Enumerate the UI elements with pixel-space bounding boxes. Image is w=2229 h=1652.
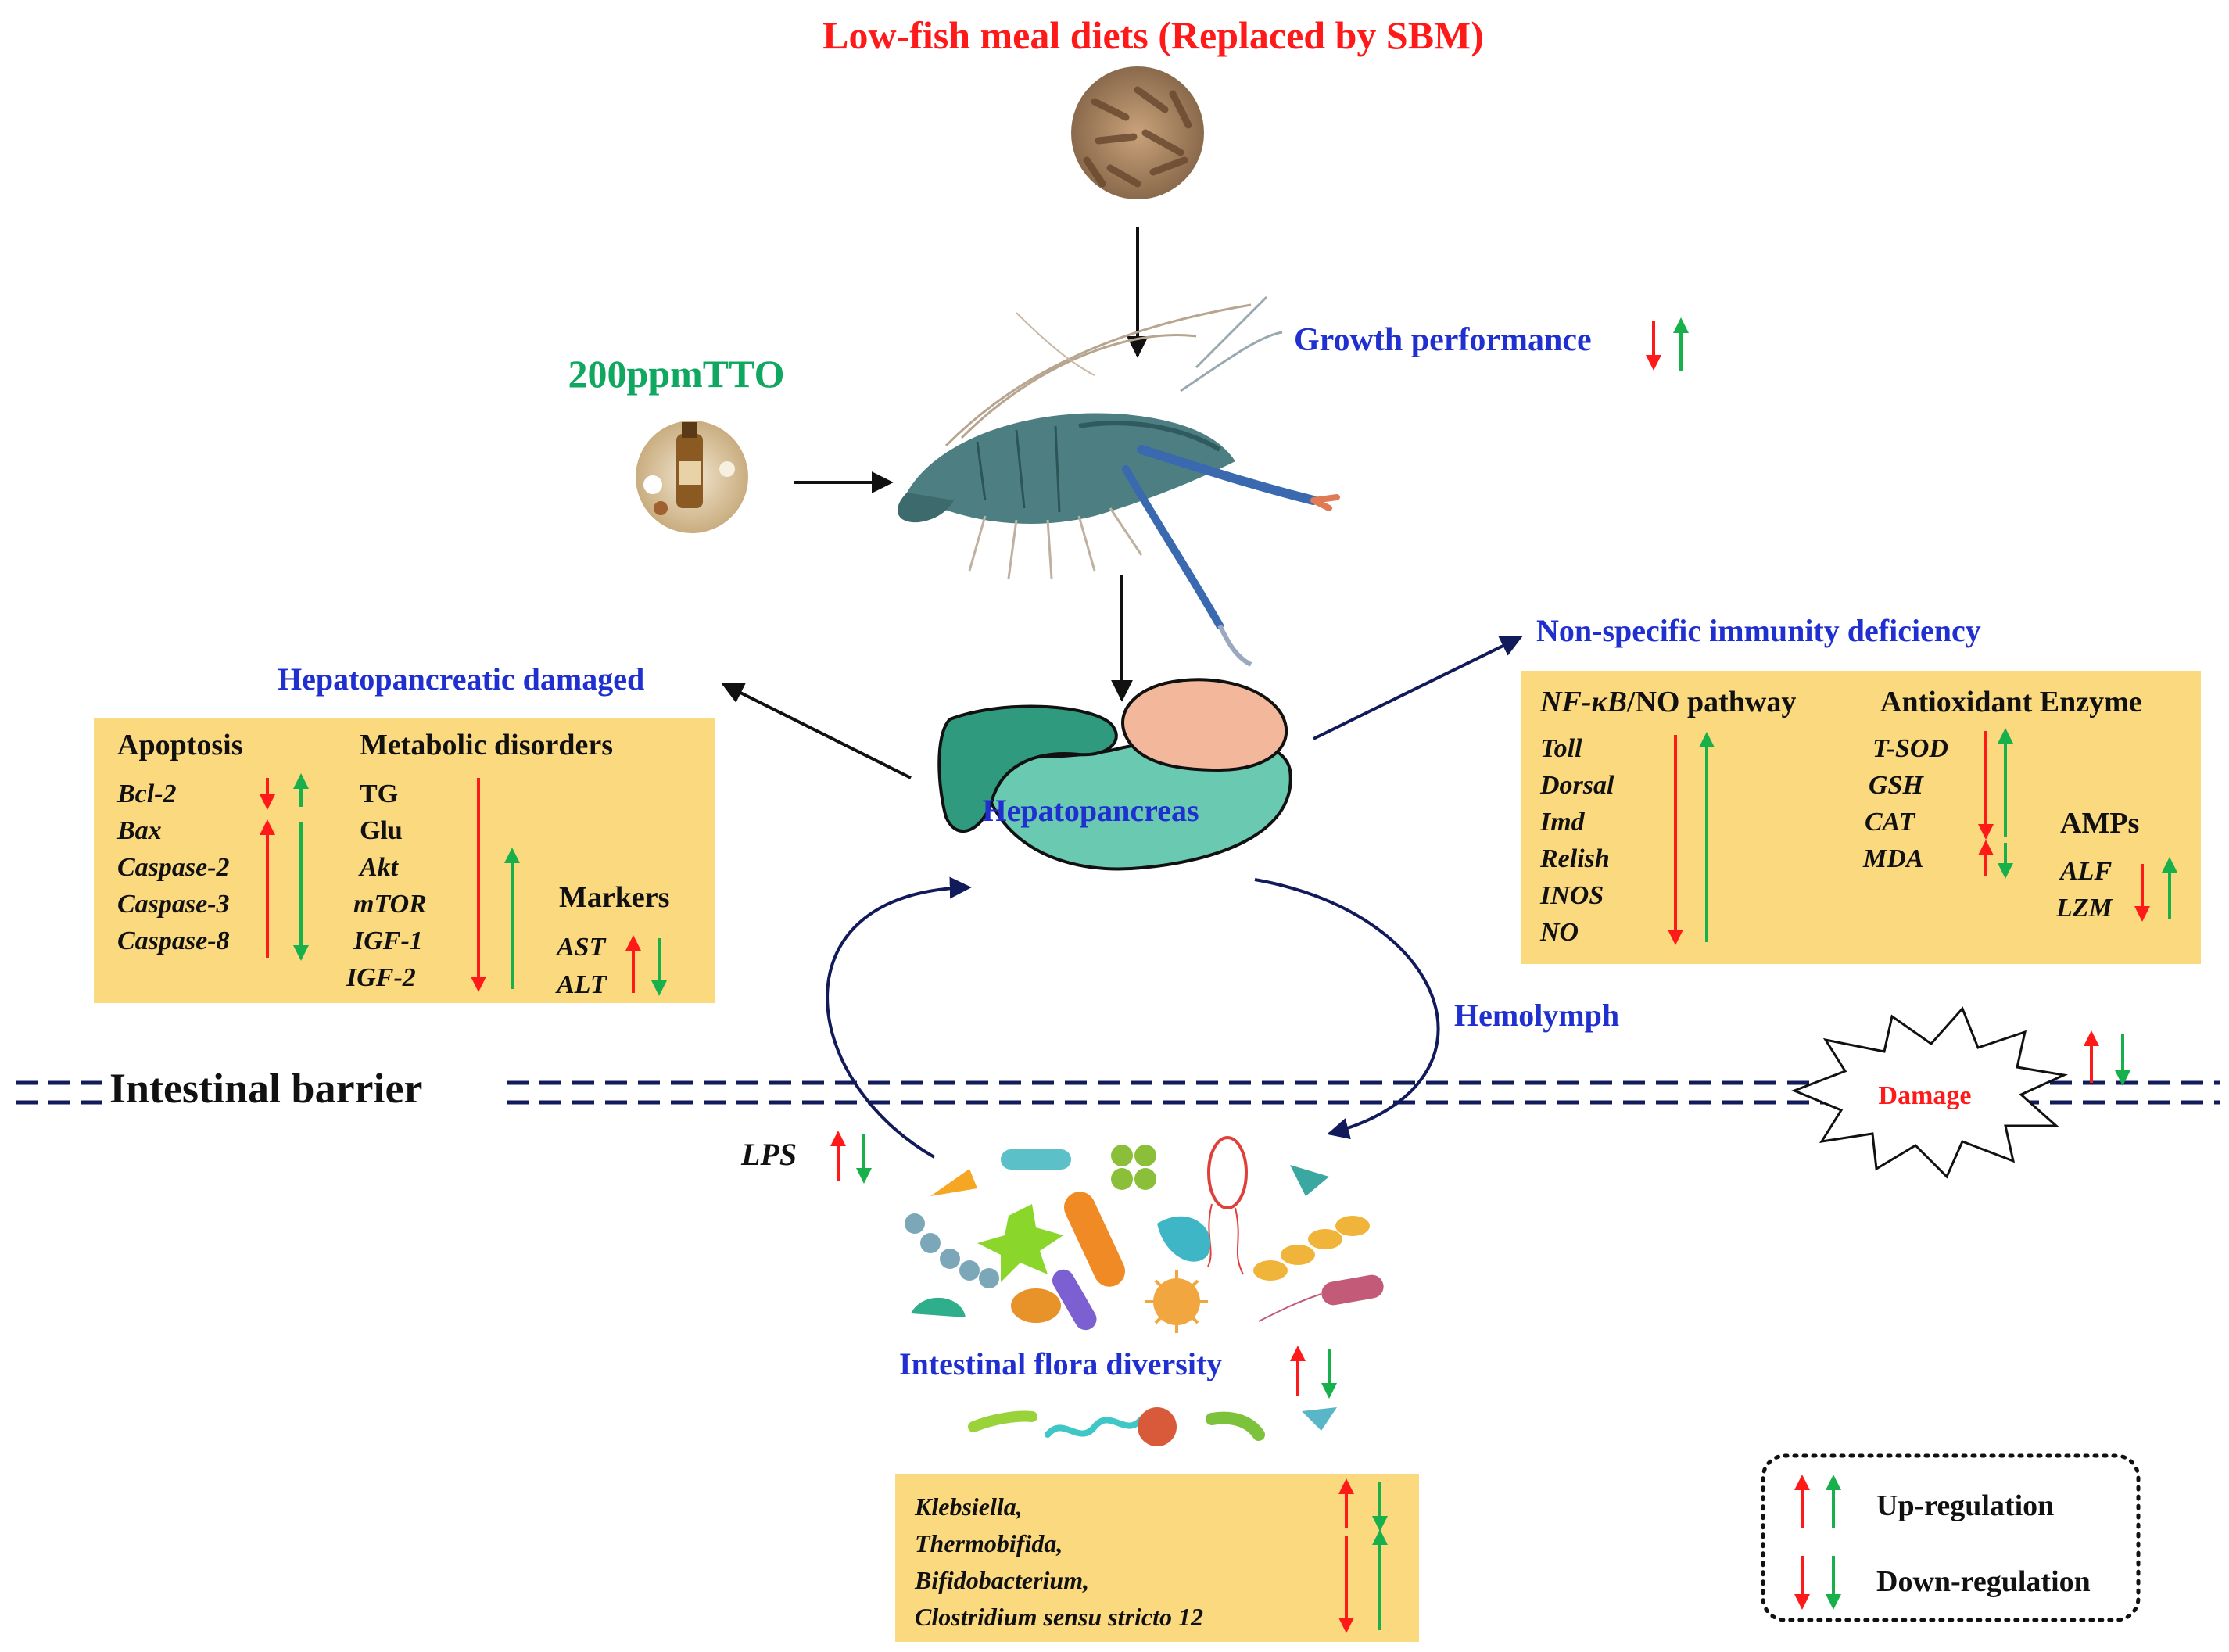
antioxidant-title: Antioxidant Enzyme <box>1880 686 2142 718</box>
intestinal-flora-label: Intestinal flora diversity <box>899 1346 1222 1381</box>
bacteria-item: Bifidobacterium, <box>914 1566 1089 1594</box>
damage-burst-shape <box>1790 1006 2069 1179</box>
metabolic-item: IGF-1 <box>353 926 423 955</box>
nfkb-item: Imd <box>1539 808 1586 837</box>
antioxidant-item: GSH <box>1869 771 1924 800</box>
antioxidant-item: CAT <box>1865 808 1915 837</box>
apoptosis-title: Apoptosis <box>117 729 243 761</box>
nfkb-item: Dorsal <box>1539 771 1614 800</box>
feed-pellets-image <box>1071 66 1204 199</box>
hemolymph-label: Hemolymph <box>1454 998 1619 1033</box>
damage-label: Damage <box>1879 1081 1972 1110</box>
arrow-to-hepatopancreatic-damage <box>721 683 912 779</box>
amps-title: AMPs <box>2060 807 2139 840</box>
amps-item: LZM <box>2055 894 2114 923</box>
metabolic-item: Glu <box>360 816 403 845</box>
metabolic-item: IGF-2 <box>346 963 416 992</box>
tto-oil-image <box>636 421 748 533</box>
metabolic-item: Akt <box>358 853 400 882</box>
markers-title: Markers <box>559 881 669 914</box>
hepatopancreatic-damage-box: Apoptosis Metabolic disorders Bcl-2 Bax … <box>94 718 715 1003</box>
intestinal-bacteria-illustration <box>905 1136 1384 1446</box>
bacteria-item: Klebsiella, <box>914 1493 1023 1521</box>
growth-performance-label: Growth performance <box>1294 322 1592 358</box>
nfkb-item: INOS <box>1539 881 1604 910</box>
bacteria-item: Thermobifida, <box>915 1529 1063 1557</box>
marker-item: ALT <box>555 970 607 999</box>
nonspecific-immunity-label: Non-specific immunity deficiency <box>1536 613 1981 648</box>
diagram-title: Low-fish meal diets (Replaced by SBM) <box>822 13 1484 57</box>
legend-down-label: Down-regulation <box>1876 1565 2091 1598</box>
metabolic-item: TG <box>360 779 398 808</box>
nfkb-pathway-title: NF-κB/NO pathway <box>1539 686 1796 718</box>
tto-label: 200ppmTTO <box>568 352 785 396</box>
hepatopancreatic-damaged-label: Hepatopancreatic damaged <box>278 661 644 697</box>
antioxidant-item: T-SOD <box>1872 734 1948 763</box>
immunity-deficiency-box: NF-κB/NO pathway Antioxidant Enzyme Toll… <box>1521 671 2201 964</box>
hepatopancreas-label: Hepatopancreas <box>982 793 1199 828</box>
nfkb-item: Relish <box>1539 844 1610 873</box>
metabolic-item: mTOR <box>353 890 427 919</box>
metabolic-title: Metabolic disorders <box>360 729 613 761</box>
hepatopancreas-organ-image <box>937 678 1292 871</box>
legend-box: Up-regulation Down-regulation <box>1761 1453 2141 1622</box>
apoptosis-item: Bax <box>116 816 162 845</box>
lps-label: LPS <box>740 1137 797 1172</box>
intestinal-barrier-label: Intestinal barrier <box>109 1065 422 1112</box>
shrimp-image <box>898 296 1340 667</box>
apoptosis-item: Bcl-2 <box>116 779 177 808</box>
bacteria-item: Clostridium sensu stricto 12 <box>915 1603 1203 1631</box>
nfkb-item: NO <box>1539 918 1579 947</box>
arrow-to-immunity-deficiency <box>1313 636 1523 740</box>
apoptosis-item: Caspase-3 <box>117 890 230 919</box>
antioxidant-item: MDA <box>1862 844 1923 873</box>
nfkb-item: Toll <box>1540 734 1582 763</box>
bacteria-genera-box: Klebsiella, Thermobifida, Bifidobacteriu… <box>895 1474 1419 1642</box>
arrow-lps-to-hepatopancreas <box>826 876 972 1159</box>
marker-item: AST <box>555 933 607 962</box>
legend-up-label: Up-regulation <box>1876 1489 2054 1522</box>
apoptosis-item: Caspase-8 <box>117 926 230 955</box>
amps-item: ALF <box>2059 857 2112 886</box>
apoptosis-item: Caspase-2 <box>117 853 230 882</box>
arrow-hemolymph-to-intestine <box>1254 878 1440 1140</box>
